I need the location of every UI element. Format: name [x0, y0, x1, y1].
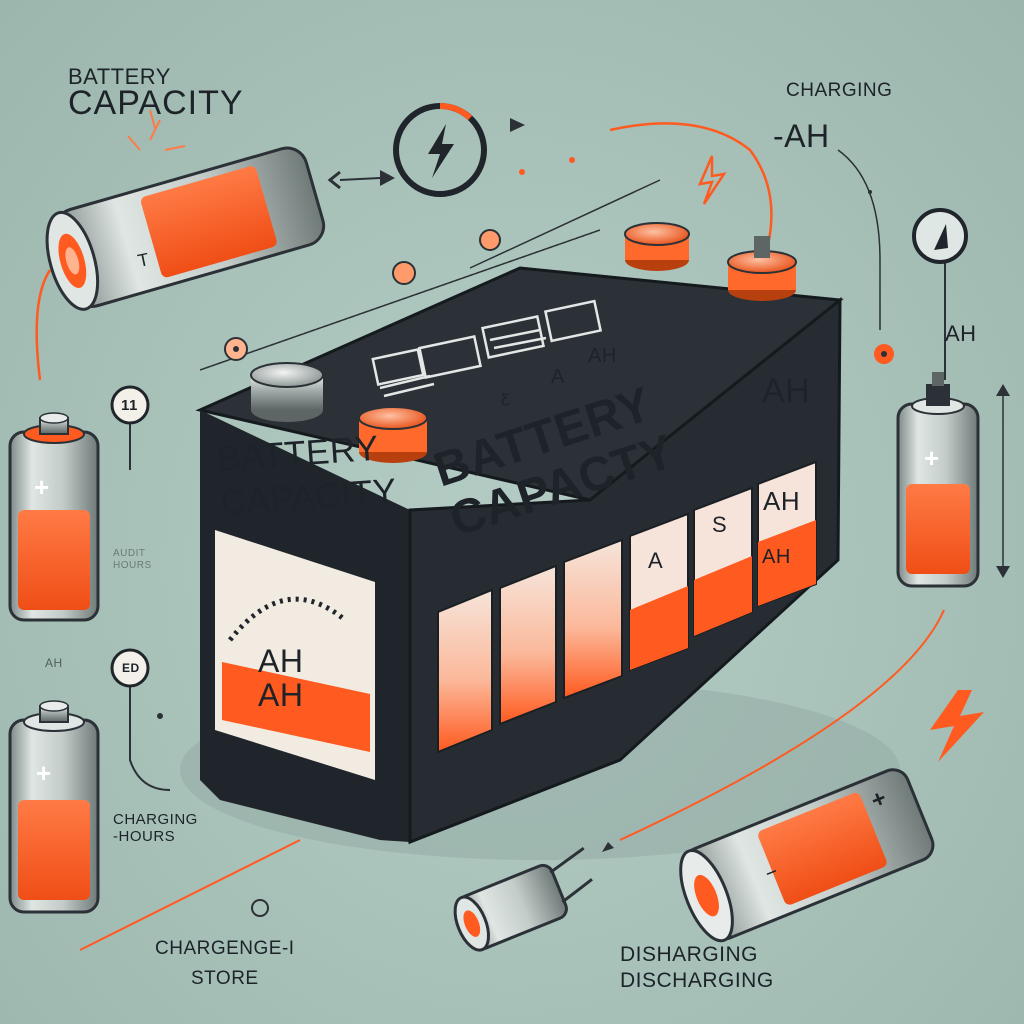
label-discharging: DISHARGING DISCHARGING	[620, 942, 774, 994]
gauge-2-label: ED	[122, 661, 140, 675]
label-ah-right: AH	[945, 321, 977, 346]
arrowheads	[327, 118, 1010, 852]
terminal-top-left	[624, 222, 690, 271]
orange-lines	[35, 122, 945, 951]
label-chargeng-line2: STORE	[190, 968, 259, 989]
gauge-icon-1	[110, 385, 150, 425]
plus-icon: +	[924, 443, 940, 473]
title-battery: BATTERY	[68, 64, 171, 89]
decorative-dots	[157, 157, 894, 917]
spark-icon	[127, 109, 186, 151]
capacity-cells	[437, 460, 817, 754]
cell-label-ah: AH	[763, 486, 801, 516]
top-label-ah: AH	[588, 345, 617, 367]
main-battery	[195, 222, 844, 845]
cylinder-battery-bottom-right	[679, 768, 935, 943]
arrow-right-2	[510, 118, 525, 132]
cylinder-battery-right	[896, 372, 980, 588]
lightning-bolt-large-icon	[930, 690, 984, 762]
battery-gauge-line2: AH	[258, 677, 304, 713]
connector-lines	[129, 149, 1004, 791]
plus-icon: +	[36, 758, 52, 788]
gauge-1-label: 11	[121, 397, 138, 414]
arrow-line-1	[339, 177, 381, 181]
label-charging-hours: CHARGING -HOURS	[113, 811, 198, 845]
label-ah-side: AH	[762, 372, 811, 410]
gauge-icon-3	[912, 208, 968, 264]
lightning-circle-icon	[393, 103, 487, 197]
label-charging-hours-line1: CHARGING	[113, 811, 198, 828]
label-faded-line1: AUDIT	[113, 548, 146, 559]
label-faded-line2: HOURS	[113, 560, 152, 571]
gauge-icon-2	[110, 648, 150, 688]
label-discharging-line1: DISHARGING	[620, 943, 759, 966]
cell-label-ah-2: AH	[762, 546, 791, 568]
cell-label-s: S	[712, 512, 728, 537]
top-label-a: A	[551, 366, 565, 388]
arrow-right-1	[380, 170, 395, 186]
terminal-top-right	[727, 236, 797, 301]
label-charging-hours-line2: -HOURS	[113, 828, 176, 845]
label-charging: CHARGING	[786, 80, 893, 101]
label-discharging-line2: DISCHARGING	[620, 969, 774, 992]
cylinder-battery-bottom-small	[453, 846, 593, 952]
cylinder-battery-left-bottom	[8, 700, 100, 914]
cylinder-battery-left-middle	[8, 412, 100, 622]
battery-gauge-label: AH AH	[258, 644, 303, 712]
title-capacity: CAPACITY	[68, 84, 244, 122]
cell-label-a: A	[648, 548, 664, 573]
label-chargeng-line1: CHARGENGE-I	[155, 938, 295, 959]
terminal-right-front	[358, 406, 428, 463]
label-chargeng-store: CHARGENGE-I STORE	[155, 934, 295, 994]
top-vent-slots	[371, 299, 603, 398]
battery-gauge-line1: AH	[258, 643, 304, 679]
top-label-num: ƹ	[501, 389, 511, 406]
cylinder-battery-top-left	[45, 146, 326, 311]
lightning-bolt-icon	[697, 155, 727, 205]
label-mini-ah: AH	[45, 656, 63, 670]
label-faded: AUDIT HOURS	[113, 548, 152, 572]
plus-icon: +	[34, 472, 50, 502]
terminal-left	[250, 362, 324, 422]
label-ah-top: -AH	[773, 118, 830, 154]
battery-front-title: BATTERY CAPACITY	[216, 426, 398, 526]
